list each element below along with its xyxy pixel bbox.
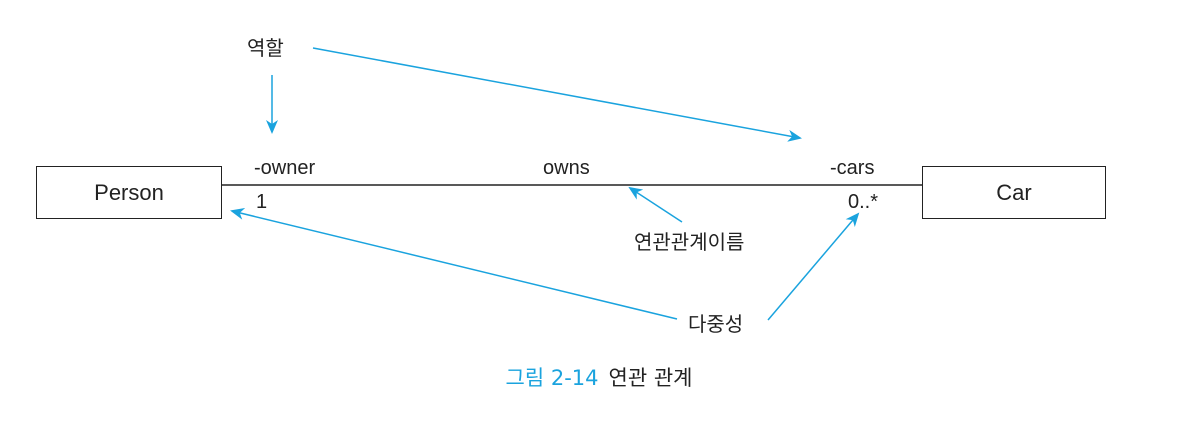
figure-caption-title: 연관 관계 [608, 366, 693, 390]
annotation-role: 역할 [247, 36, 284, 60]
role-cars-label: -cars [830, 157, 875, 179]
multiplicity-arrow-owner [230, 207, 678, 320]
class-person-label: Person [94, 179, 164, 205]
class-car-label: Car [996, 179, 1032, 205]
class-person: Person [36, 166, 222, 219]
role-owner-label: -owner [254, 157, 316, 179]
figure-caption-number: 그림 2-14 [505, 366, 599, 390]
role-arrow-cars [312, 47, 802, 142]
class-car: Car [922, 166, 1106, 219]
multiplicity-cars-label: 0..* [848, 191, 879, 213]
figure-caption: 그림 2-14 연관 관계 [0, 368, 1198, 389]
annotation-multiplicity: 다중성 [688, 312, 744, 336]
association-name-label: owns [543, 157, 590, 179]
association-name-arrow [628, 186, 683, 223]
annotation-association-name: 연관관계이름 [634, 230, 745, 254]
multiplicity-arrow-cars [767, 212, 860, 321]
multiplicity-owner-label: 1 [256, 191, 268, 213]
